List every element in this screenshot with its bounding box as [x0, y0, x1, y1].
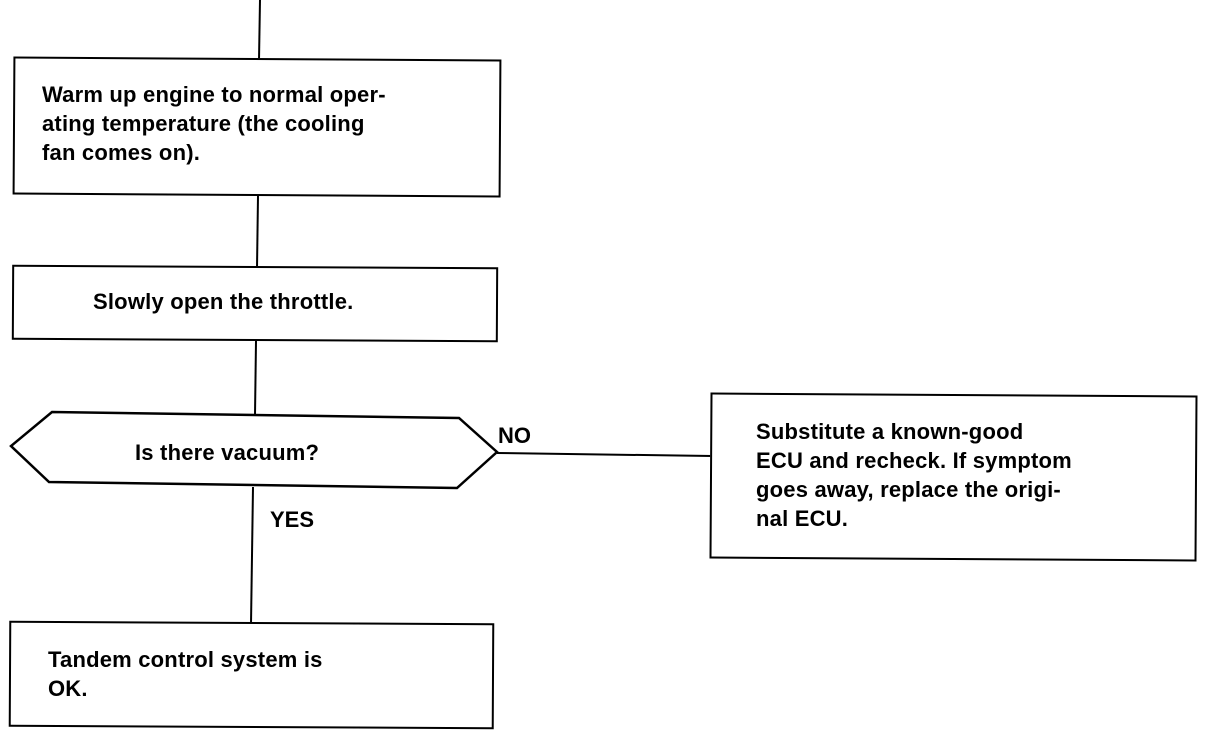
step-ecu-text: Substitute a known-good ECU and recheck.…: [756, 419, 1072, 531]
decision-text: Is there vacuum?: [135, 440, 320, 465]
connector-top: [258, 0, 261, 61]
connector-yes: [250, 486, 254, 625]
step-throttle-text: Slowly open the throttle.: [93, 289, 354, 314]
connector-throttle-decision: [254, 340, 257, 416]
step-ok-text: Tandem control system is OK.: [48, 647, 323, 701]
decision-shape: [9, 410, 499, 490]
branch-yes-label: YES: [270, 507, 315, 532]
connector-warmup-throttle: [256, 195, 259, 269]
connector-no: [496, 452, 713, 457]
branch-no-label: NO: [498, 423, 531, 448]
step-warmup-text: Warm up engine to normal oper- ating tem…: [42, 82, 386, 165]
